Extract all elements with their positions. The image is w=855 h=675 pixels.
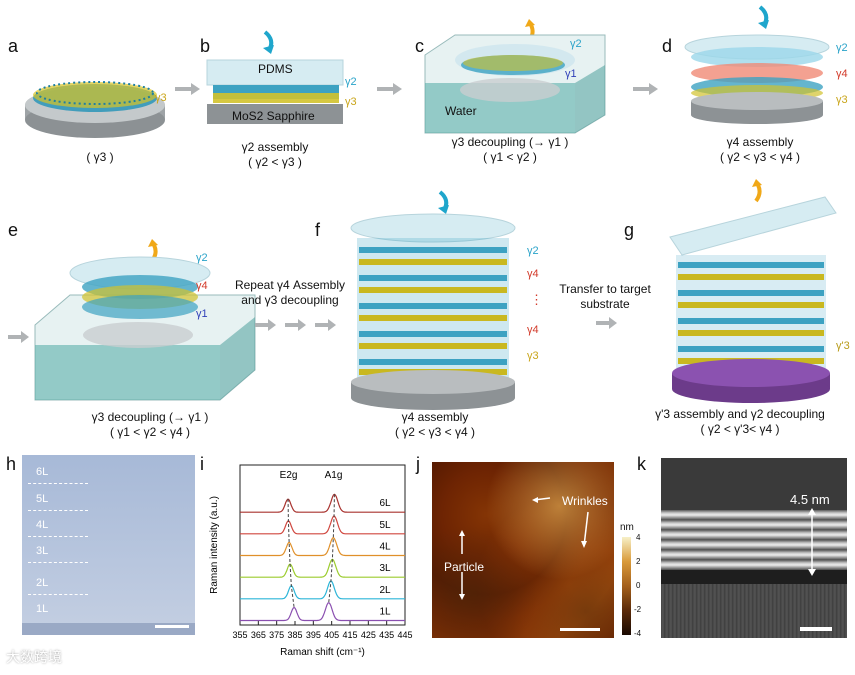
panel-b-substrate: MoS2 Sapphire xyxy=(232,109,315,123)
cb-tick-0: 0 xyxy=(636,581,640,590)
panel-letter-i: i xyxy=(200,454,204,475)
panel-h-layer-label: 2L xyxy=(36,577,48,589)
panel-h-layer-label: 1L xyxy=(36,603,48,615)
panel-letter-g: g xyxy=(624,220,634,241)
panel-letter-j: j xyxy=(416,454,420,475)
cb-tick-m2: -2 xyxy=(634,605,641,614)
panel-g-caption: γ'3 assembly and γ2 decoupling( γ2 < γ'3… xyxy=(650,407,830,437)
cb-tick-2: 2 xyxy=(636,557,640,566)
x-tick-label: 385 xyxy=(287,630,302,640)
panel-a-gamma: γ3 xyxy=(155,92,167,104)
arrow-a-b xyxy=(175,82,201,96)
panel-b-caption: γ2 assembly( γ2 < γ3 ) xyxy=(215,140,335,170)
panel-h-layer-boundary xyxy=(28,483,88,484)
x-tick-label: 445 xyxy=(397,630,412,640)
panel-g-gamma3p: γ'3 xyxy=(836,340,850,352)
panel-d-gamma3: γ3 xyxy=(836,94,848,106)
panel-e-gamma2: γ2 xyxy=(196,252,208,264)
panel-k-thickness-label: 4.5 nm xyxy=(790,492,830,507)
panel-j-colorbar xyxy=(622,537,631,635)
panel-d-gamma4: γ4 xyxy=(836,68,848,80)
cb-tick-4: 4 xyxy=(636,533,640,542)
x-axis-label: Raman shift (cm⁻¹) xyxy=(280,647,365,658)
panel-d-gamma2: γ2 xyxy=(836,42,848,54)
cb-tick-m4: -4 xyxy=(634,629,641,638)
panel-c-caption: γ3 decoupling (→ γ1 )( γ1 < γ2 ) xyxy=(440,135,580,165)
panel-k-tem-image xyxy=(661,458,847,638)
panel-h-layer-boundary xyxy=(28,594,88,595)
panel-d-caption: γ4 assembly( γ2 < γ3 < γ4 ) xyxy=(700,135,820,165)
series-label: 1L xyxy=(379,607,391,618)
panel-k-thickness-arrow xyxy=(805,508,819,576)
x-tick-label: 415 xyxy=(342,630,357,640)
panel-j-wrinkles-label: Wrinkles xyxy=(562,494,608,508)
panel-j-particle-label: Particle xyxy=(444,560,484,574)
peak-label-a1g: A1g xyxy=(325,470,343,481)
panel-h-layer-label: 4L xyxy=(36,519,48,531)
panel-h-layer-label: 5L xyxy=(36,493,48,505)
panel-b-gamma2: γ2 xyxy=(345,76,357,88)
arrow-c-d xyxy=(633,82,659,96)
panel-b-pdms: PDMS xyxy=(258,62,293,76)
panel-letter-h: h xyxy=(6,454,16,475)
x-tick-label: 435 xyxy=(379,630,394,640)
panel-e-illustration xyxy=(30,235,260,405)
panel-h-scalebar xyxy=(155,625,189,628)
series-label: 3L xyxy=(379,563,391,574)
panel-f-caption: γ4 assembly( γ2 < γ3 < γ4 ) xyxy=(370,410,500,440)
panel-a-caption: ( γ3 ) xyxy=(70,150,130,165)
panel-f-dots: ⋮ xyxy=(530,292,543,308)
panel-j-annotations xyxy=(432,462,614,638)
x-tick-label: 405 xyxy=(324,630,339,640)
panel-f-gamma3: γ3 xyxy=(527,350,539,362)
series-label: 4L xyxy=(379,542,391,553)
x-tick-label: 425 xyxy=(361,630,376,640)
panel-h-layer-label: 3L xyxy=(36,545,48,557)
panel-e-caption: γ3 decoupling (→ γ1 )( γ1 < γ2 < γ4 ) xyxy=(70,410,230,440)
panel-h-layer-boundary xyxy=(28,536,88,537)
panel-b-gamma3: γ3 xyxy=(345,96,357,108)
panel-e-gamma1: γ1 xyxy=(196,308,208,320)
panel-f-gamma4b: γ4 xyxy=(527,324,539,336)
series-label: 6L xyxy=(379,498,391,509)
panel-h-layer-boundary xyxy=(28,562,88,563)
series-label: 5L xyxy=(379,520,391,531)
arrow-b-c xyxy=(377,82,403,96)
panel-letter-d: d xyxy=(662,36,672,57)
panel-c-gamma1: γ1 xyxy=(565,68,577,80)
panel-f-gamma4a: γ4 xyxy=(527,268,539,280)
series-label: 2L xyxy=(379,585,391,596)
panel-letter-f: f xyxy=(315,220,320,241)
panel-h-layer-label: 6L xyxy=(36,466,48,478)
arrow-f-g xyxy=(596,316,618,330)
panel-letter-k: k xyxy=(637,454,646,475)
x-tick-label: 355 xyxy=(232,630,247,640)
panel-letter-a: a xyxy=(8,36,18,57)
panel-f-illustration xyxy=(345,190,520,415)
panel-d-illustration xyxy=(682,5,832,130)
panel-f-gamma2: γ2 xyxy=(527,245,539,257)
panel-h-layer-boundary xyxy=(28,510,88,511)
x-tick-label: 365 xyxy=(251,630,266,640)
panel-k-scalebar xyxy=(800,627,832,631)
panel-g-illustration xyxy=(660,175,840,410)
watermark: 大数跨境 xyxy=(6,647,62,667)
arrows-e-f xyxy=(255,318,345,332)
panel-c-water: Water xyxy=(445,104,477,118)
panel-c-gamma2: γ2 xyxy=(570,38,582,50)
panel-j-unit: nm xyxy=(620,522,634,533)
panel-e-gamma4: γ4 xyxy=(196,280,208,292)
peak-label-e2g: E2g xyxy=(280,470,298,481)
y-axis-label: Raman intensity (a.u.) xyxy=(209,496,220,594)
panel-letter-e: e xyxy=(8,220,18,241)
arrow-into-e xyxy=(8,330,30,344)
x-tick-label: 395 xyxy=(306,630,321,640)
x-tick-label: 375 xyxy=(269,630,284,640)
